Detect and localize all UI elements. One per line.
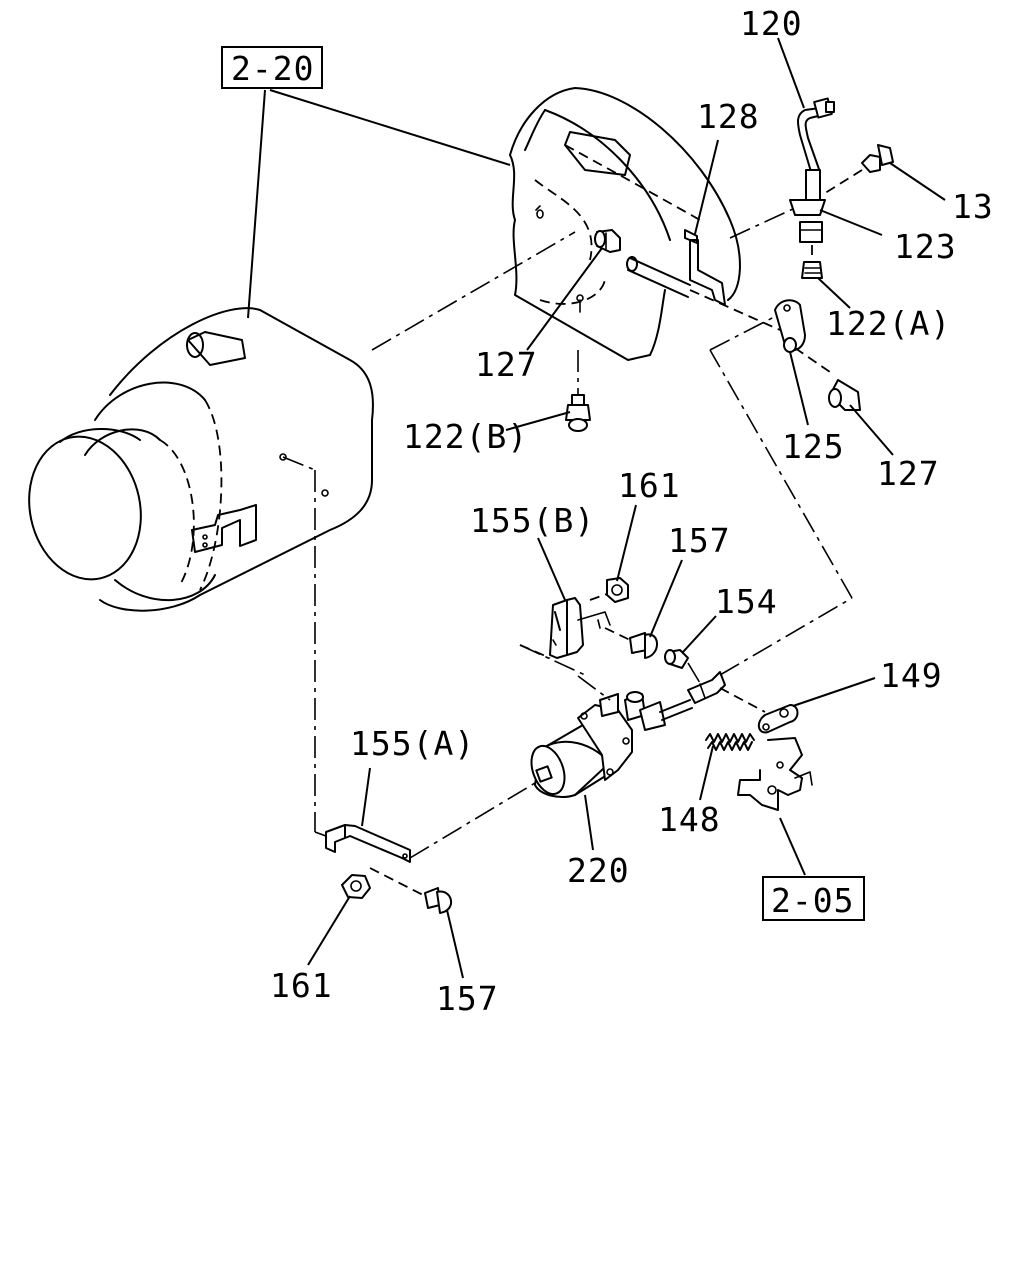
ref-box-2-20: 2-20 <box>221 46 323 89</box>
label-157-top: 157 <box>668 521 731 560</box>
connector-lines <box>247 37 946 979</box>
part-161-bottom-nut <box>341 874 371 899</box>
part-154-pin <box>664 649 689 669</box>
part-13-bolt <box>821 144 894 196</box>
part-122a-fitting <box>801 245 823 279</box>
part-161-top-nut <box>606 577 629 603</box>
label-125: 125 <box>782 427 845 466</box>
ref-box-2-05: 2-05 <box>762 876 865 921</box>
label-148: 148 <box>658 800 721 839</box>
label-149: 149 <box>880 656 943 695</box>
part-149-link <box>719 687 799 734</box>
label-120: 120 <box>740 4 803 43</box>
part-220-cylinder <box>530 671 726 798</box>
part-125-lever <box>774 299 806 353</box>
label-161-top: 161 <box>618 466 681 505</box>
label-127-top: 127 <box>475 345 538 384</box>
part-127-right-fitting <box>794 347 861 411</box>
clutch-housing <box>509 87 781 361</box>
label-155b: 155(B) <box>470 501 595 540</box>
part-157-top-bolt <box>604 627 658 659</box>
label-122a: 122(A) <box>826 304 951 343</box>
ref-box-2-20-text: 2-20 <box>231 49 314 88</box>
label-122b: 122(B) <box>403 417 528 456</box>
label-13: 13 <box>952 187 994 226</box>
part-148-spring <box>705 733 755 751</box>
part-155b-bracket <box>519 589 619 659</box>
label-123: 123 <box>894 227 957 266</box>
label-161-bottom: 161 <box>270 966 333 1005</box>
label-155a: 155(A) <box>350 724 475 763</box>
label-128: 128 <box>697 97 760 136</box>
part-labels: 120 128 13 123 122(A) 127 122(B) 125 127… <box>270 4 994 1018</box>
label-127-right: 127 <box>877 454 940 493</box>
ref-box-2-05-text: 2-05 <box>771 881 854 920</box>
part-122b-plug <box>565 350 591 432</box>
label-154: 154 <box>715 582 778 621</box>
part-127-top-fitting <box>594 229 621 253</box>
pipe-120-assembly <box>789 97 835 243</box>
transmission-housing <box>28 307 374 612</box>
ref-2-05-bracket <box>737 737 813 811</box>
part-157-bottom-bolt <box>369 867 452 914</box>
part-155a-bracket <box>325 824 411 863</box>
label-220: 220 <box>567 851 630 890</box>
label-157-bottom: 157 <box>436 979 499 1018</box>
